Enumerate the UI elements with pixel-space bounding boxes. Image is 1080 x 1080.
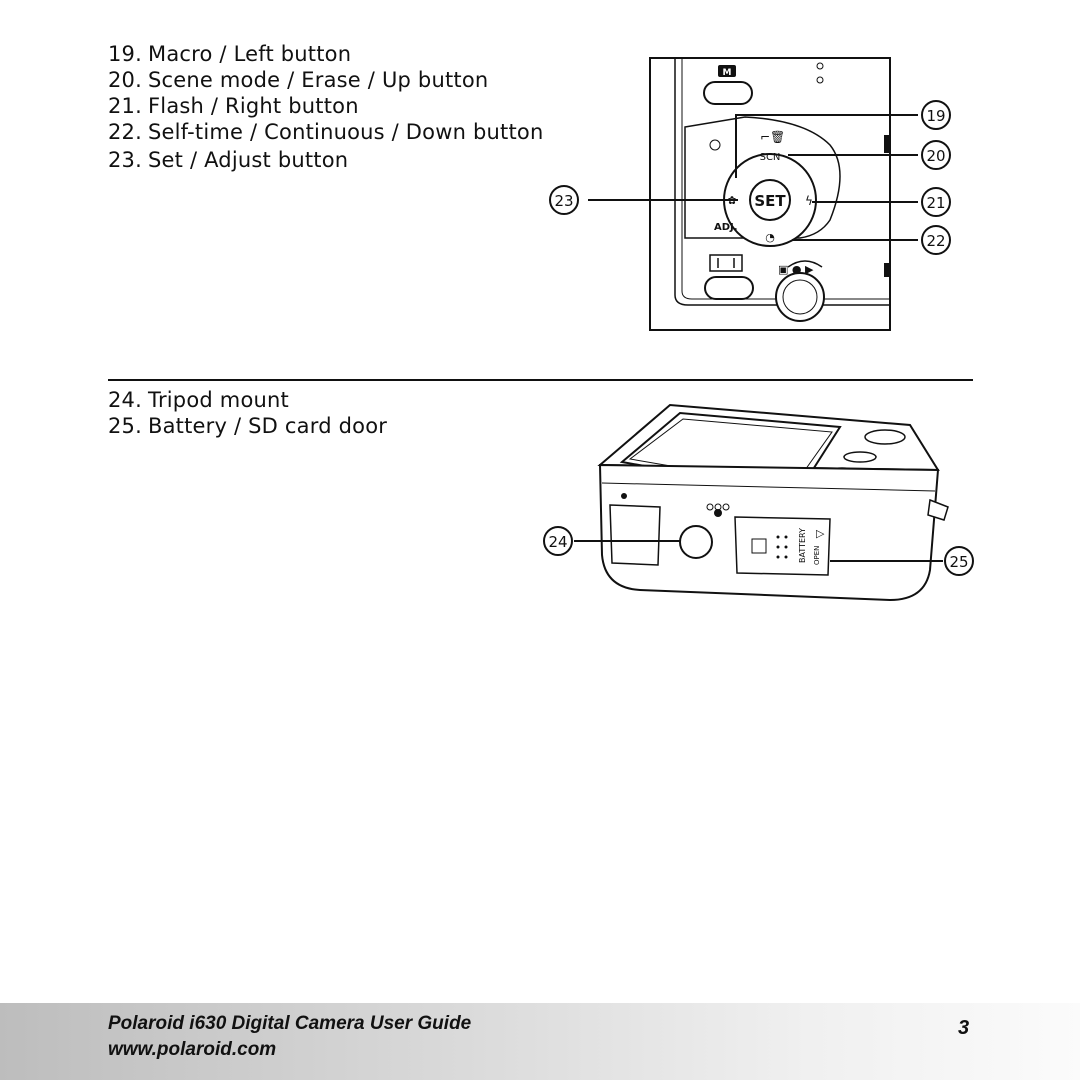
list-item: 22.Self-time / Continuous / Down button: [108, 119, 543, 145]
open-arrow-icon: ▷: [816, 527, 825, 540]
item-label: Scene mode / Erase / Up button: [148, 68, 489, 92]
flash-icon: ϟ: [805, 194, 813, 208]
item-number: 20.: [108, 68, 142, 92]
shutter-dial-inner: [782, 279, 818, 315]
item-number: 23.: [108, 148, 142, 172]
list-item: 23.Set / Adjust button: [108, 147, 543, 173]
item-label: Battery / SD card door: [148, 414, 388, 438]
body-edge-line: [601, 482, 936, 492]
menu-button: [843, 451, 877, 463]
set-button: [749, 179, 791, 221]
erase-icon: ⌐🗑: [760, 130, 785, 144]
item-number: 19.: [108, 42, 142, 66]
menu-button: [703, 81, 753, 105]
indicator-light: [816, 76, 824, 84]
callout-circle: [543, 526, 573, 556]
footer-title: Polaroid i630 Digital Camera User Guide: [108, 1013, 472, 1034]
item-number: 22.: [108, 120, 142, 144]
self-timer-icon: ◔: [765, 231, 775, 244]
callout-circle: [921, 225, 951, 255]
menu-label: M: [723, 68, 732, 78]
item-number: 24.: [108, 388, 142, 412]
speaker-hole: [706, 503, 714, 511]
list-item: 24.Tripod mount: [108, 387, 387, 413]
sd-card-icon: [751, 538, 767, 554]
side-notch: [884, 135, 890, 153]
tripod-mount: [679, 525, 713, 559]
scn-label: SCN: [760, 152, 781, 163]
component-list-bottom: 24.Tripod mount 25.Battery / SD card doo…: [108, 387, 387, 439]
callout-circle: [921, 187, 951, 217]
strap-lug: [927, 498, 949, 521]
open-label: OPEN: [813, 546, 821, 565]
speaker-hole: [722, 503, 730, 511]
list-item: 21.Flash / Right button: [108, 93, 543, 119]
callout-number: 22: [926, 232, 945, 250]
item-label: Self-time / Continuous / Down button: [148, 120, 544, 144]
left-panel: [609, 504, 661, 566]
screw: [621, 493, 627, 499]
control-buttons-figure: M SET SCN ✿ ϟ ◔ ADJ. ⌐🗑 ▣ ● ▶ 19 20 21 2…: [549, 57, 951, 331]
footer-url[interactable]: www.polaroid.com: [108, 1039, 277, 1060]
adj-label: ADJ.: [714, 222, 738, 233]
camera-body-inner-outline: [681, 58, 890, 300]
callout-number: 19: [926, 107, 945, 125]
menu-icon: [718, 65, 736, 77]
list-item: 25.Battery / SD card door: [108, 413, 387, 439]
page-number: 3: [958, 1017, 970, 1039]
item-label: Flash / Right button: [148, 94, 359, 118]
set-label: SET: [754, 192, 786, 210]
callout-number: 25: [949, 553, 968, 571]
item-label: Set / Adjust button: [148, 148, 349, 172]
indicator-light: [816, 62, 824, 70]
shutter-button: [864, 429, 906, 445]
callout-number: 20: [926, 147, 945, 165]
component-list-top: 19.Macro / Left button 20.Scene mode / E…: [108, 41, 543, 173]
mode-arc: [787, 260, 823, 268]
display-button: [704, 276, 754, 300]
item-number: 21.: [108, 94, 142, 118]
camera-bottom-figure: BATTERY OPEN ▷ 24 25: [543, 403, 974, 602]
callout-circle: [944, 546, 974, 576]
item-label: Tripod mount: [148, 388, 289, 412]
callout-circle: [921, 100, 951, 130]
item-label: Macro / Left button: [148, 42, 352, 66]
callout-circle: [921, 140, 951, 170]
screw: [714, 509, 722, 517]
status-led: [709, 139, 721, 151]
camera-body-outline: [674, 58, 890, 306]
battery-vents: [776, 535, 788, 559]
item-number: 25.: [108, 414, 142, 438]
display-icon: [709, 254, 743, 272]
list-item: 19.Macro / Left button: [108, 41, 543, 67]
side-notch: [884, 263, 890, 277]
callout-number: 24: [548, 533, 567, 551]
page-footer: Polaroid i630 Digital Camera User Guide …: [0, 1003, 1080, 1080]
list-item: 20.Scene mode / Erase / Up button: [108, 67, 543, 93]
callout-circle: [549, 185, 579, 215]
callout-number: 21: [926, 194, 945, 212]
section-divider: [108, 379, 973, 381]
callout-line-19: [735, 114, 918, 178]
battery-door: [734, 516, 831, 576]
battery-label: BATTERY: [798, 528, 807, 563]
callout-number: 23: [554, 192, 573, 210]
